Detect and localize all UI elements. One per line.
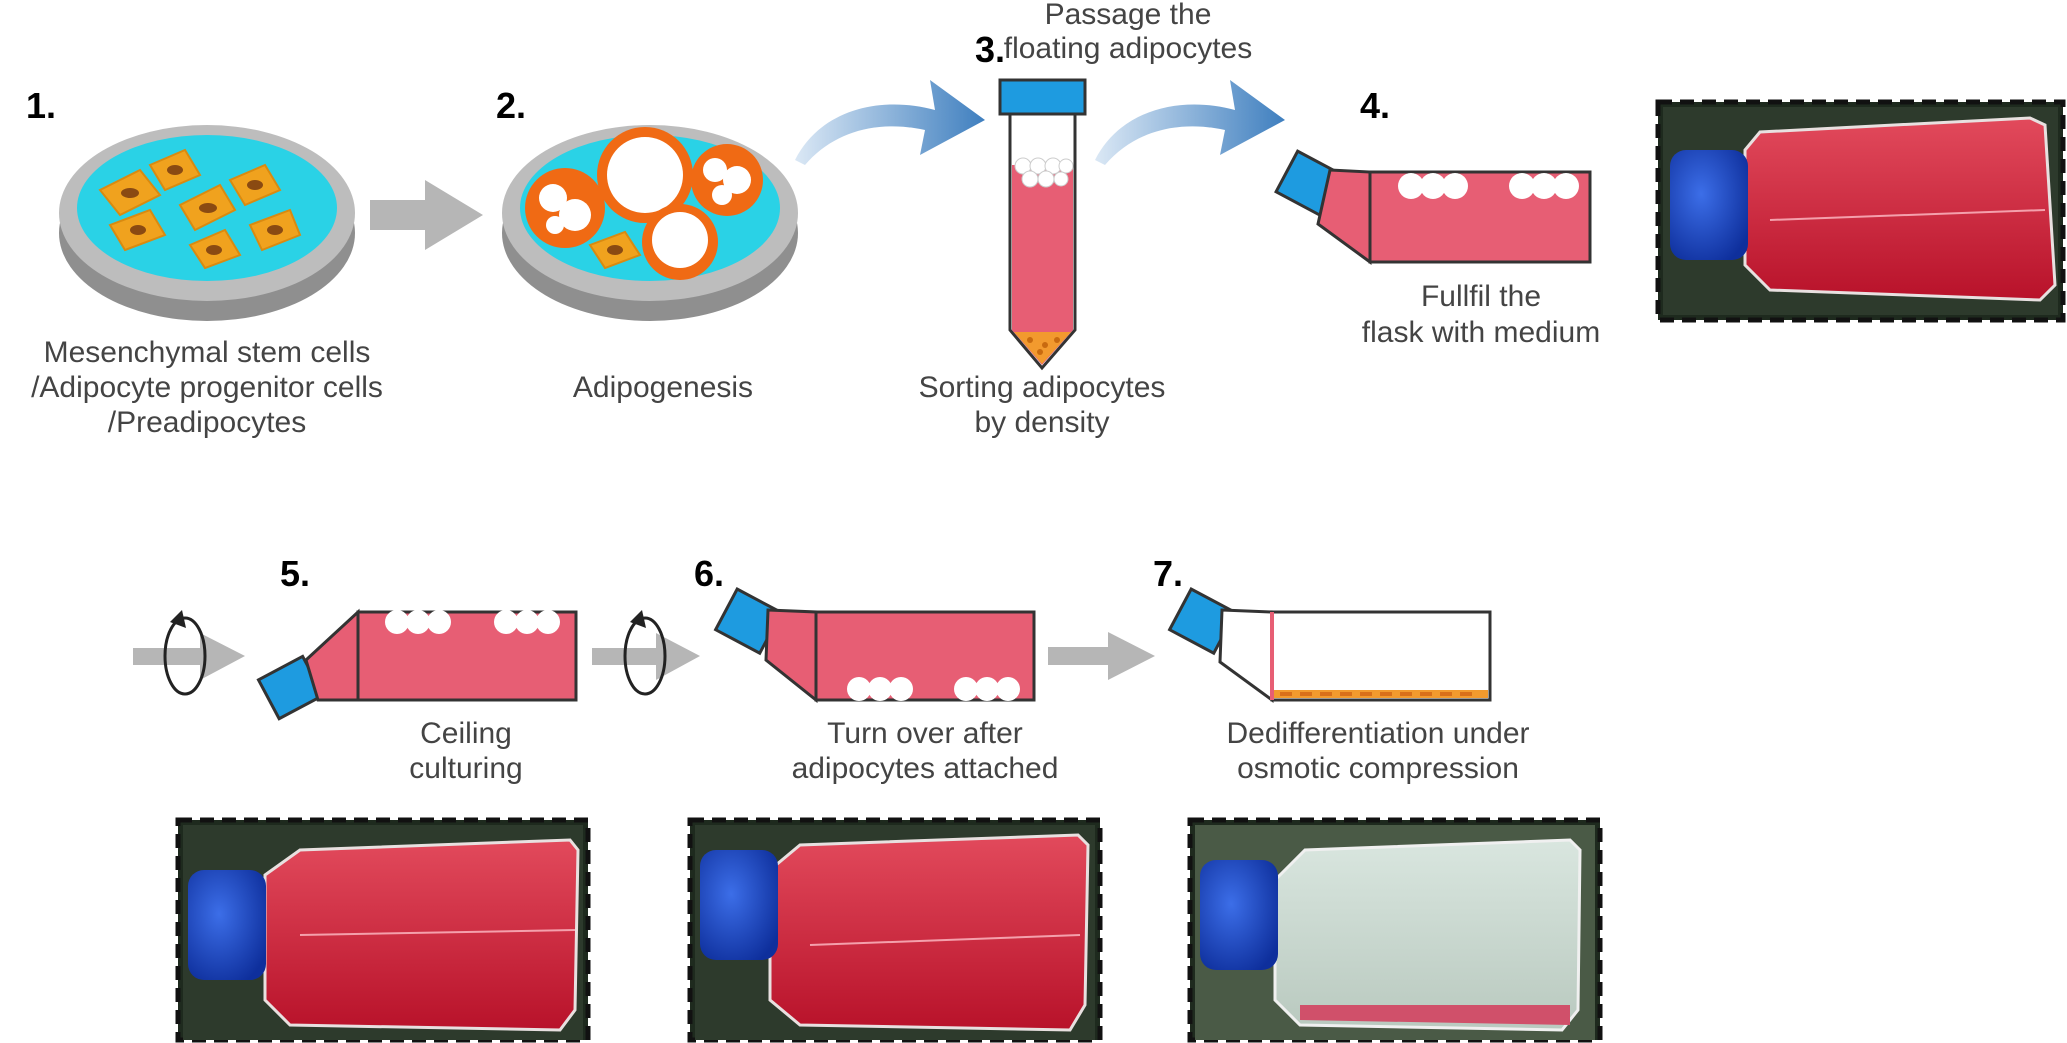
- step-3-top-line-2: floating adipocytes: [1004, 32, 1253, 65]
- step-1-label-line-2: /Adipocyte progenitor cells: [31, 371, 383, 404]
- culture-flask-full: [1274, 149, 1592, 265]
- step-2-label: Adipogenesis: [573, 371, 753, 404]
- step-1-label-line-1: Mesenchymal stem cells: [44, 336, 371, 369]
- step-5-label-line-2: culturing: [409, 752, 522, 785]
- photo-flask-full-medium: [1655, 99, 2066, 323]
- step-3-label-line-1: Sorting adipocytes: [919, 371, 1166, 404]
- step-3-number: 3.: [975, 29, 1005, 70]
- step-3: 3. Passage the floating adipocytes Sorti…: [919, 0, 1253, 439]
- step-1: 1. Mesenchy: [26, 85, 383, 439]
- step-4-label-line-2: flask with medium: [1362, 316, 1600, 349]
- culture-flask-dedifferentiation: [1167, 587, 1492, 703]
- rotate-arrow-icon: [592, 610, 700, 696]
- petri-dish-preadipocytes: [59, 125, 355, 321]
- step-6-label-line-1: Turn over after: [827, 717, 1023, 750]
- step-7: 7. Dedifferentiation under osmotic compr…: [1153, 553, 1530, 785]
- curved-blue-arrow-icon: [795, 80, 985, 165]
- step-1-label-line-3: /Preadipocytes: [108, 406, 306, 439]
- photo-flask-ceiling-culture: [175, 817, 591, 1043]
- step-6: 6. Turn over after adipocytes attached: [694, 553, 1058, 785]
- centrifuge-tube: [998, 78, 1087, 371]
- step-3-label-line-2: by density: [974, 406, 1109, 439]
- step-5: 5. Ceiling culturing: [256, 553, 578, 785]
- step-4-label-line-1: Fullfil the: [1421, 280, 1541, 313]
- petri-dish-adipocytes: [502, 125, 798, 321]
- gray-right-arrow-icon: [370, 180, 483, 250]
- photo-flask-dedifferentiation: [1187, 817, 1603, 1043]
- step-7-number: 7.: [1153, 553, 1183, 594]
- step-7-label-line-2: osmotic compression: [1237, 752, 1519, 785]
- step-6-label-line-2: adipocytes attached: [792, 752, 1059, 785]
- step-2-number: 2.: [496, 85, 526, 126]
- step-3-top-line-1: Passage the: [1045, 0, 1212, 31]
- step-5-label-line-1: Ceiling: [420, 717, 512, 750]
- step-4: 4. Fullfil the flask with medium: [1274, 85, 1600, 349]
- photo-flask-turned-over: [687, 817, 1103, 1043]
- step-4-number: 4.: [1360, 85, 1390, 126]
- culture-flask-turned: [713, 587, 1036, 704]
- culture-flask-ceiling: [256, 608, 578, 721]
- step-7-label-line-1: Dedifferentiation under: [1227, 717, 1530, 750]
- step-5-number: 5.: [280, 553, 310, 594]
- step-2: 2. Adipogenesis: [496, 85, 798, 404]
- curved-blue-arrow-icon: [1095, 80, 1285, 165]
- step-6-number: 6.: [694, 553, 724, 594]
- rotate-arrow-icon: [133, 610, 245, 696]
- step-1-number: 1.: [26, 85, 56, 126]
- gray-right-arrow-icon: [1048, 632, 1155, 680]
